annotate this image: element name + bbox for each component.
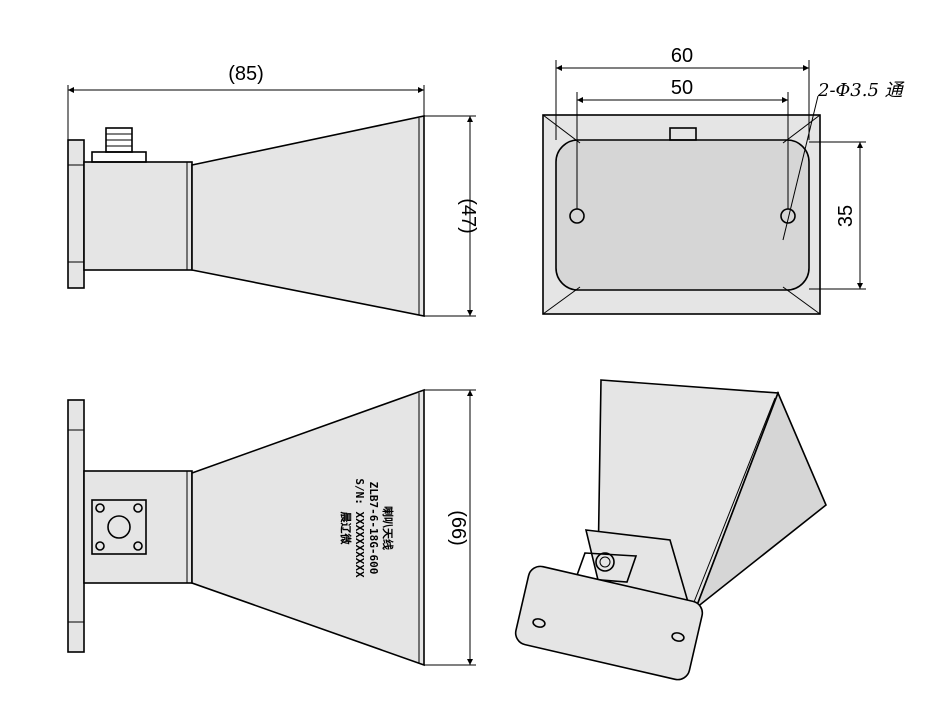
waveguide-body-top: [83, 470, 193, 584]
front-view: 60 50 35 2-Φ3.5 通: [542, 45, 905, 315]
hole-leader: [782, 95, 819, 241]
nameplate-line-2: ZLB7-6-18G-600: [367, 482, 380, 575]
connector-center: [107, 515, 131, 539]
connector-flange: [91, 499, 147, 555]
connector-base: [91, 151, 147, 163]
nameplate: 喇叭天线 ZLB7-6-18G-600 S/N: XXXXXXXXXX 晨辽微: [339, 478, 395, 578]
connector-top: [669, 127, 697, 141]
flange-side: [67, 139, 85, 289]
nameplate-line-3: S/N: XXXXXXXXXX: [353, 478, 366, 578]
nameplate-line-4: 晨辽微: [339, 512, 353, 546]
flange-iso: [514, 565, 704, 681]
hole-note: 2-Φ3.5 通: [817, 80, 905, 101]
isometric-view: [514, 379, 827, 681]
dim-height-holes: 35: [835, 205, 857, 227]
dim-height-top: (47): [457, 198, 479, 234]
waveguide-body: [83, 161, 193, 271]
top-view: 喇叭天线 ZLB7-6-18G-600 S/N: XXXXXXXXXX 晨辽微 …: [67, 388, 476, 667]
dim-width-holes: 50: [671, 77, 693, 99]
connector-plate-iso: [574, 552, 638, 583]
connector-iso: [595, 552, 615, 572]
flange-top: [67, 399, 85, 653]
dim-length: (85): [228, 63, 264, 85]
dim-width-outer: 60: [671, 45, 693, 67]
dim-height-bottom: (66): [447, 510, 469, 546]
nameplate-line-1: 喇叭天线: [381, 506, 395, 550]
horn-iso-side: [694, 390, 827, 611]
horn-side: [191, 115, 425, 317]
side-view-top: (85) (47): [67, 63, 479, 317]
aperture-inner: [555, 139, 810, 291]
